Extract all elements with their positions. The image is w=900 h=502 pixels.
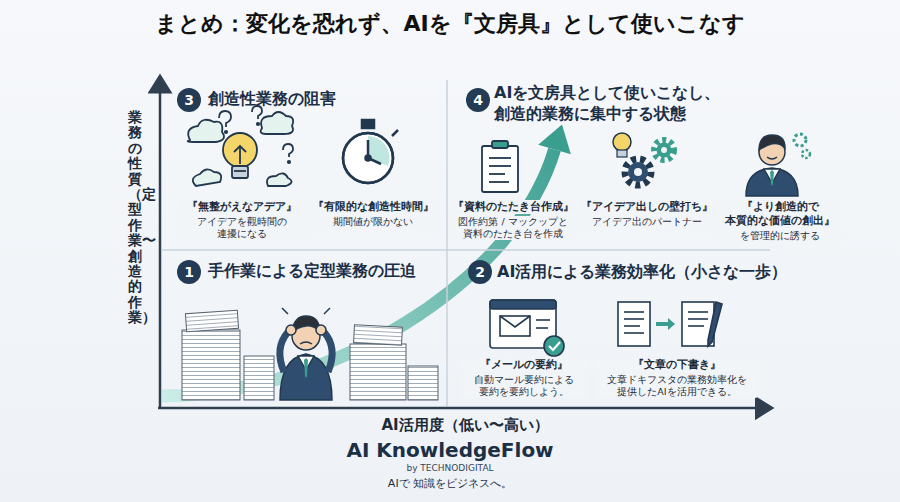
mail-window-icon <box>490 300 564 356</box>
callout-number: 2 <box>468 260 492 284</box>
title: まとめ：変化を恐れず、AIを『文房具』として使いこなす <box>0 10 900 38</box>
item-note: 期間値が限かない <box>306 216 440 228</box>
gears-icon <box>613 133 674 185</box>
heading-text: AI活用による業務効率化（小さな一歩） <box>497 262 797 283</box>
heading-text: 手作業による定型業務の圧迫 <box>208 261 440 282</box>
lightbulb-icon <box>188 106 293 186</box>
heading-text: 創造性業務の阻害 <box>208 89 440 110</box>
quadrant-heading: AI活用による業務効率化（小さな一歩） <box>497 262 797 283</box>
stopwatch-icon <box>343 120 398 183</box>
callout-number: 3 <box>177 88 201 112</box>
divider <box>162 249 770 251</box>
axis-label: 業務の性質（定型作業〜創造的作業） <box>128 110 142 325</box>
paper-stack <box>182 310 438 400</box>
item-note: アイデアを觀時間の 連擾になる <box>178 216 306 240</box>
brand-by: by TECHNODIGITAL <box>280 463 620 474</box>
item-note: 自動マール要約による 要約を要約しよう。 <box>460 374 588 398</box>
x-axis <box>158 407 772 410</box>
brand-name: AI KnowledgeFlow <box>280 438 620 463</box>
draft-documents-icon <box>618 302 722 346</box>
item-note: 図作約第 / マックップと 資料のたたき台を作成 <box>450 216 576 240</box>
worried-worker <box>280 308 332 400</box>
item-title: 『アイデア出しの壁打ち』 <box>578 200 716 214</box>
quadrant-heading: 手作業による定型業務の圧迫 <box>162 252 446 406</box>
item-title: 『資料のたたき台作成』 <box>450 200 576 214</box>
item-title: 『無整がえなアデア』 <box>178 200 306 214</box>
callout-number: 1 <box>177 260 201 284</box>
callout-number: 4 <box>466 88 490 112</box>
document-icon <box>482 141 518 192</box>
item-note: を管理的に誘する <box>718 230 842 242</box>
quadrant-heading: 創造性業務の阻害 <box>208 89 440 110</box>
item-note: 文章ドキフスタの業務効率化を 提供したAIを活用できる。 <box>596 374 758 398</box>
item-title: 『有限的な創造性時間』 <box>306 200 440 214</box>
item-note: アイデア出のパートナー <box>578 216 716 228</box>
quadrant-heading: AIを文房具として使いこなし、 創造的業務に集中する状態 <box>494 83 756 125</box>
axis-label: AI活用度（低い〜高い） <box>315 416 615 435</box>
heading-text: AIを文房具として使いこなし、 創造的業務に集中する状態 <box>494 83 756 125</box>
y-axis <box>159 76 162 408</box>
tagline: AIで 知識をビジネスへ。 <box>280 477 620 491</box>
item-title: 『文章の下書き』 <box>596 358 758 372</box>
item-title: 『メールの要約』 <box>460 358 588 372</box>
item-title: 『より創造的で 本質的な価値の創出』 <box>718 200 842 228</box>
divider <box>446 80 448 406</box>
person-icon <box>746 134 810 196</box>
